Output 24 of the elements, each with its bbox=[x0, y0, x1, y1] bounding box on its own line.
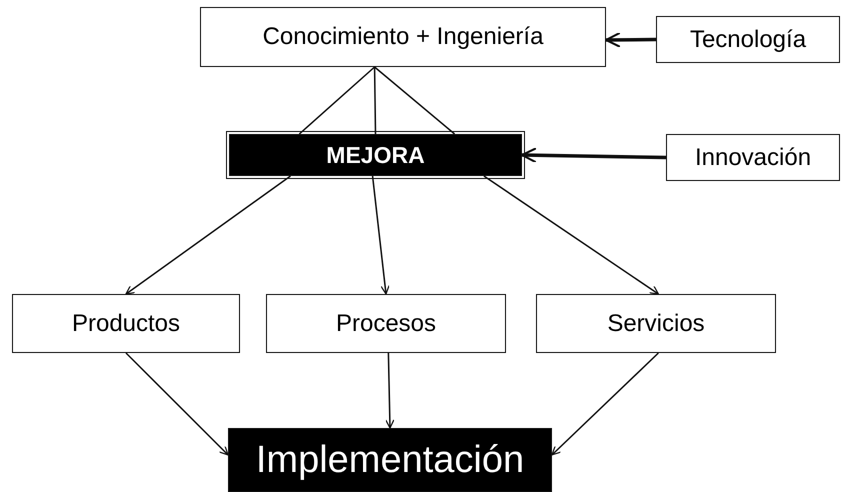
process-box bbox=[229, 134, 522, 176]
box-label: MEJORA bbox=[326, 142, 425, 168]
box-label: Conocimiento + Ingeniería bbox=[262, 23, 544, 51]
arrow bbox=[551, 352, 659, 456]
arrow bbox=[125, 175, 291, 295]
arrow bbox=[125, 352, 229, 456]
arrow bbox=[484, 175, 659, 295]
arrow bbox=[604, 32, 656, 48]
process-box bbox=[666, 134, 840, 181]
arrow bbox=[372, 176, 390, 295]
process-box bbox=[656, 16, 840, 63]
box-label: Innovación bbox=[694, 144, 812, 172]
box-label: Procesos bbox=[336, 310, 436, 338]
box-label: Tecnología bbox=[690, 26, 806, 54]
process-box bbox=[266, 294, 506, 353]
box-label: Productos bbox=[72, 310, 180, 338]
result-box bbox=[228, 428, 552, 492]
arrow bbox=[385, 352, 394, 429]
process-box bbox=[200, 7, 606, 67]
process-box bbox=[12, 294, 240, 353]
box-label: Implementación bbox=[256, 438, 524, 482]
process-box bbox=[536, 294, 776, 353]
arrow bbox=[520, 147, 666, 164]
box-label: Servicios bbox=[607, 310, 705, 338]
